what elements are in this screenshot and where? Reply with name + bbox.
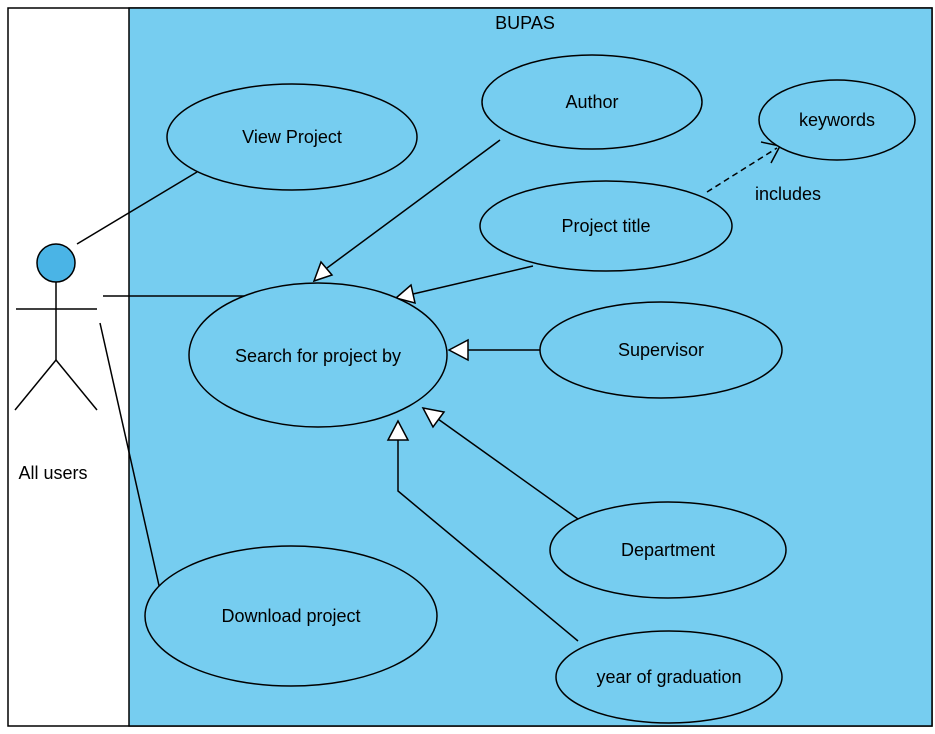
actor-right-leg — [55, 359, 98, 411]
usecase-project-title-label: Project title — [561, 216, 650, 236]
association-download — [99, 322, 161, 591]
association-view-project — [76, 171, 198, 245]
actor-left-leg — [14, 359, 57, 411]
generalization-title-arrow — [394, 283, 416, 305]
generalization-department-line — [437, 418, 579, 520]
generalization-department-arrow — [421, 406, 446, 429]
generalization-year-line — [397, 440, 579, 642]
usecase-keywords-label: keywords — [799, 110, 875, 130]
usecase-author-label: Author — [565, 92, 618, 112]
usecase-supervisor: Supervisor — [539, 301, 783, 399]
usecase-search: Search for project by — [188, 282, 448, 428]
usecase-supervisor-label: Supervisor — [618, 340, 704, 360]
usecase-view-project: View Project — [166, 83, 418, 191]
generalization-supervisor-arrow — [447, 338, 469, 362]
include-label: includes — [755, 184, 821, 204]
system-name: BUPAS — [495, 13, 555, 33]
usecase-author: Author — [481, 54, 703, 150]
usecase-department-label: Department — [621, 540, 715, 560]
usecase-keywords: keywords — [758, 79, 916, 161]
generalization-year-arrow — [386, 419, 410, 441]
usecase-download-project-label: Download project — [221, 606, 360, 626]
usecase-department: Department — [549, 501, 787, 599]
usecase-project-title: Project title — [479, 180, 733, 272]
actor-head — [36, 243, 76, 283]
usecase-search-label: Search for project by — [235, 346, 401, 366]
usecase-year-of-graduation-label: year of graduation — [596, 667, 741, 687]
actor-all-users: All users — [14, 243, 98, 483]
usecase-view-project-label: View Project — [242, 127, 342, 147]
usecase-download-project: Download project — [144, 545, 438, 687]
actor-label: All users — [18, 463, 87, 483]
generalization-title-line — [412, 265, 534, 295]
usecase-year-of-graduation: year of graduation — [555, 630, 783, 724]
generalization-author-arrow — [312, 260, 334, 283]
include-line — [706, 147, 778, 193]
generalization-author-line — [326, 139, 501, 269]
